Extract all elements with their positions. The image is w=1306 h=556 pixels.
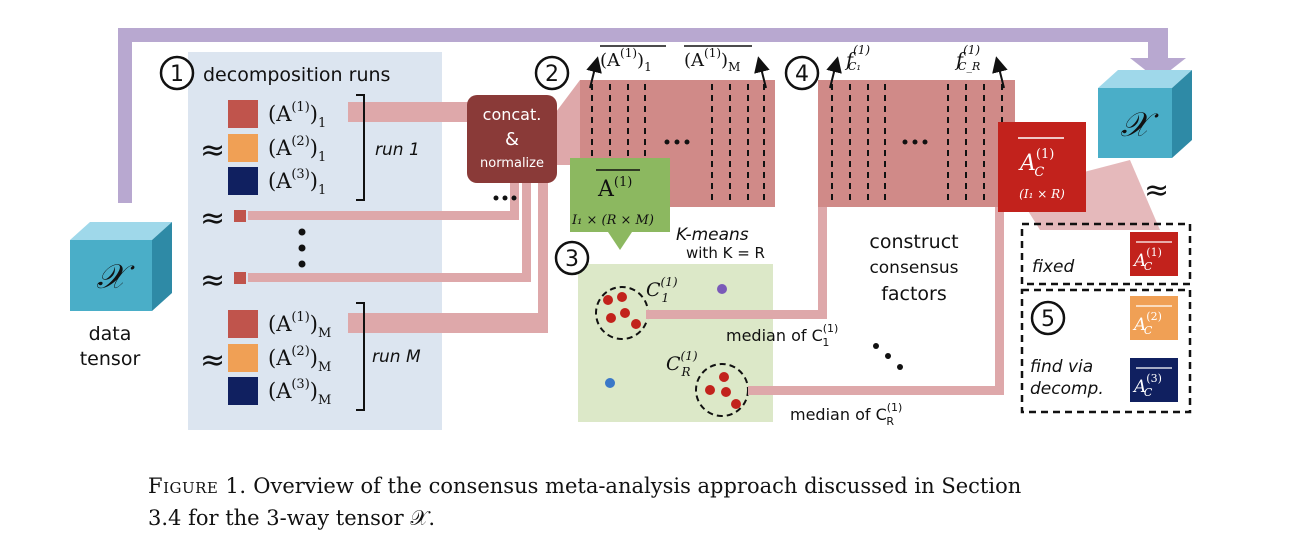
factor-label-3-M: (A(3))M — [268, 377, 331, 408]
fR-arrow — [992, 56, 1008, 89]
svg-text:A(1)C: A(1)C — [1132, 246, 1162, 273]
factor-label-2-M: (A(2))M — [268, 344, 331, 375]
factor-label-1-1: (A(1))1 — [268, 100, 326, 131]
bracket-run1 — [356, 94, 365, 201]
concat-normalize-box: concat. & normalize — [467, 95, 557, 183]
find-factor-A2: A(2)C — [1130, 296, 1178, 340]
cluster-1-label: C(1)1 — [646, 275, 678, 305]
flow-bands — [248, 80, 580, 333]
fixed-factor-A1: A(1)C — [1130, 232, 1178, 276]
fixed-box — [1020, 222, 1192, 286]
abar-1-label: (A(1))1 — [600, 46, 652, 74]
purple-feedback-arrow — [118, 28, 1186, 203]
consensus-factor-box: A(1)C (I₁ × R) — [998, 122, 1086, 212]
abar-M-label: (A(1))M — [684, 46, 740, 74]
cluster-1 — [595, 286, 649, 340]
approx-run2: ≈ — [200, 201, 225, 236]
abar1-arrow — [586, 56, 602, 89]
consensus-ellipsis — [902, 139, 928, 145]
factor-square-mode3-run1 — [228, 167, 258, 195]
tensor-cube-right: 𝒳 — [1098, 70, 1192, 158]
median-ellipsis — [873, 343, 903, 370]
step-1-badge: 1 — [159, 55, 195, 91]
svg-text:3: 3 — [565, 247, 579, 272]
approx-run3: ≈ — [200, 263, 225, 298]
outlier-point-blue — [605, 378, 615, 388]
svg-text:4: 4 — [795, 62, 809, 87]
svg-text:2: 2 — [545, 62, 559, 87]
data-label: data — [89, 323, 132, 345]
median-flow-bands — [646, 160, 1160, 395]
cluster-R-label: C(1)R — [666, 349, 698, 379]
runM-label: run M — [372, 347, 421, 367]
svg-text:A(1)C: A(1)C — [1018, 147, 1054, 180]
factor-square-mode1-run1 — [228, 100, 258, 128]
step-2-badge: 2 — [534, 55, 570, 91]
find-via-label: find via — [1030, 357, 1093, 377]
run1-label: run 1 — [375, 140, 420, 160]
caption-text-2: 3.4 for the 3-way tensor 𝒳. — [148, 506, 436, 530]
construct-label-3: factors — [881, 283, 947, 305]
svg-text:1: 1 — [170, 62, 184, 87]
approx-runM: ≈ — [200, 343, 225, 378]
svg-text:(I₁ × R): (I₁ × R) — [1019, 187, 1065, 201]
approx-run1: ≈ — [200, 133, 225, 168]
factor-square-mode2-run1 — [228, 134, 258, 162]
find-factor-A3: A(3)C — [1130, 358, 1178, 402]
factor-label-1-M: (A(1))M — [268, 310, 331, 341]
caption-text-1: Overview of the consensus meta-analysis … — [253, 474, 1022, 498]
factor-label-2-1: (A(2))1 — [268, 134, 326, 165]
factor-square-mode2-runM — [228, 344, 258, 372]
svg-text:&: & — [505, 129, 519, 150]
data-tensor-cube: 𝒳 — [70, 222, 172, 311]
step-5-badge: 5 — [1030, 300, 1066, 336]
factor-square-run-mid — [234, 272, 246, 284]
bracket-runM — [356, 302, 365, 411]
outlier-point-purple — [717, 284, 727, 294]
step-3-badge: 3 — [554, 240, 590, 276]
fR-label: f(1)C_R — [954, 43, 980, 73]
svg-text:5: 5 — [1041, 307, 1055, 332]
kmeans-k-label: with K = R — [686, 244, 765, 262]
svg-text:I₁ × (R × M): I₁ × (R × M) — [571, 213, 654, 228]
normalized-matrix-box: A(1) I₁ × (R × M) — [570, 158, 670, 250]
svg-text:normalize: normalize — [480, 156, 544, 171]
svg-text:A(1): A(1) — [597, 175, 632, 202]
step-4-badge: 4 — [784, 55, 820, 91]
fixed-label: fixed — [1032, 257, 1075, 277]
factor-label-3-1: (A(3))1 — [268, 167, 326, 198]
f1-arrow — [826, 56, 842, 89]
decomp-label: decomp. — [1030, 379, 1104, 399]
median-1-label: median of C(1)1 — [726, 322, 838, 349]
construct-label-2: consensus — [869, 258, 958, 278]
figure-caption: Figure 1. Overview of the consensus meta… — [148, 470, 1148, 534]
tensor-label: tensor — [80, 348, 141, 370]
abarM-arrow — [754, 56, 770, 89]
kmeans-label: K-means — [676, 225, 749, 245]
caption-label: Figure 1. — [148, 474, 247, 498]
approx-right: ≈ — [1144, 173, 1169, 208]
factor-square-mode1-runM — [228, 310, 258, 338]
decomposition-runs-title: decomposition runs — [203, 64, 390, 86]
construct-label-1: construct — [869, 231, 958, 253]
matrix-ellipsis — [664, 139, 690, 145]
svg-text:A(2)C: A(2)C — [1132, 310, 1162, 337]
median-R-label: median of C(1)R — [790, 401, 902, 428]
run-ellipsis-dots — [298, 195, 517, 268]
cluster-panel — [578, 264, 773, 422]
f1-label: f(1)C₁ — [844, 43, 870, 73]
factor-square-mode3-runM — [228, 377, 258, 405]
svg-text:A(3)C: A(3)C — [1132, 372, 1162, 399]
svg-text:concat.: concat. — [483, 105, 542, 124]
factor-square-run2 — [234, 210, 246, 222]
find-via-box — [1020, 288, 1192, 414]
